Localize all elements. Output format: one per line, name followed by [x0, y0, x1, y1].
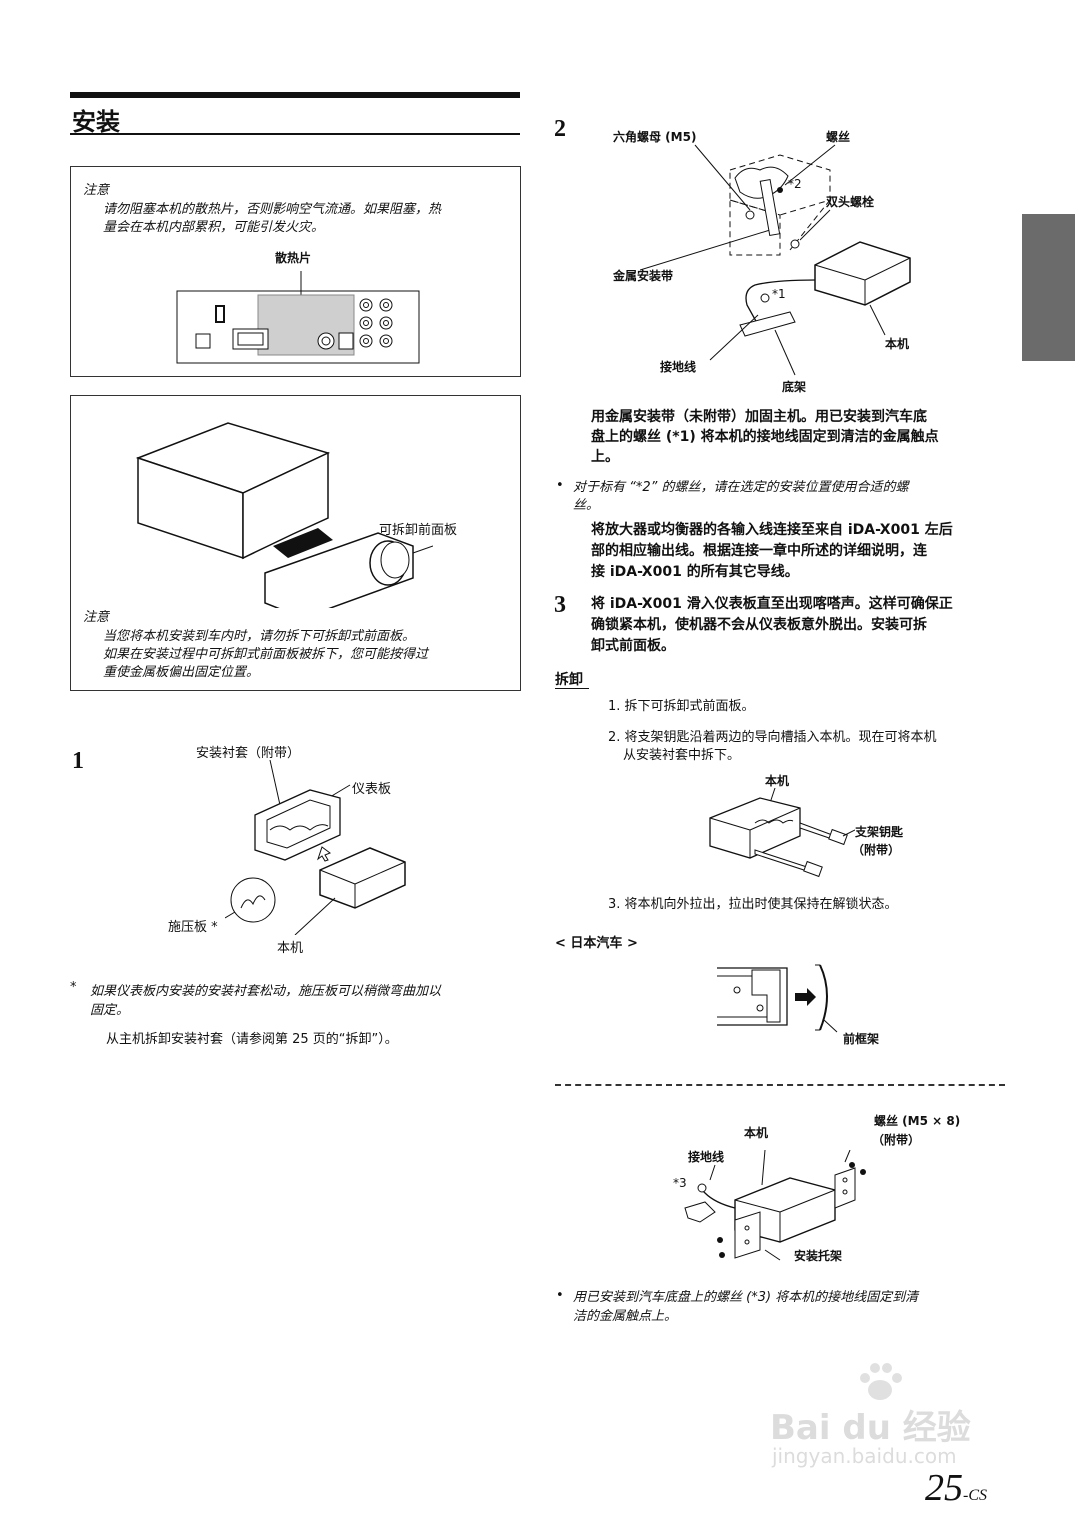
step-2-para1-line2: 盘上的螺丝 (*1) 将本机的接地线固定到清洁的金属触点	[591, 429, 939, 445]
unit-label: 本机	[885, 337, 910, 351]
sleeve-install-illustration	[225, 760, 406, 935]
mounting-bracket-label: 安装托架	[794, 1249, 843, 1263]
dashed-separator	[555, 1084, 1005, 1086]
footnote-line1: 如果仪表板内安装的安装衬套松动，施压板可以稍微弯曲加以	[90, 984, 442, 999]
step-3-line1: 将 iDA-X001 滑入仪表板直至出现喀嗒声。这样可确保正	[591, 596, 953, 612]
step-2-para2-line2: 部的相应输出线。根据连接一章中所述的详细说明，连	[591, 543, 927, 559]
paw-logo-icon	[860, 1363, 902, 1400]
caution-box-heatsink: 注意 请勿阻塞本机的散热片，否则影响空气流通。如果阻塞，热 量会在本机内部累积，…	[70, 166, 521, 377]
front-panel-label: 可拆卸前面板	[379, 523, 458, 538]
footnote-mark: *	[70, 980, 77, 995]
caution-text-line2: 量会在本机内部累积，可能引发火灾。	[103, 220, 325, 235]
screw-m5-label: 螺丝 (M5 × 8)	[874, 1114, 961, 1128]
section-top-rule	[70, 92, 520, 98]
page-number-value: 25	[925, 1467, 963, 1509]
ground-wire-label: 接地线	[688, 1150, 725, 1164]
japan-bullet-line2: 洁的金属触点上。	[573, 1309, 678, 1324]
removal-item-2-line2: 从安装衬套中拆下。	[623, 748, 741, 763]
step-2-para2-line3: 接 iDA-X001 的所有其它导线。	[591, 564, 799, 580]
removal-item-2-line1: 2. 将支架钥匙沿着两边的导向槽插入本机。现在可将本机	[608, 730, 937, 745]
ground-wire-label: 接地线	[660, 360, 697, 374]
hex-nut-label: 六角螺母 (M5)	[613, 130, 697, 144]
step-2-para1-line3: 上。	[591, 449, 619, 465]
japan-bullet-line1: 用已安装到汽车底盘上的螺丝 (*3) 将本机的接地线固定到清	[573, 1290, 919, 1305]
watermark-url: jingyan.baidu.com	[772, 1444, 957, 1468]
caution-text-line1: 请勿阻塞本机的散热片，否则影响空气流通。如果阻塞，热	[103, 202, 442, 217]
screw-label: 螺丝	[826, 130, 851, 144]
heatsink-label: 散热片	[275, 251, 312, 265]
section-title-rule	[70, 133, 520, 135]
unit-label: 本机	[765, 774, 790, 788]
caution-text-line3: 重使金属板偏出固定位置。	[103, 665, 260, 680]
chassis-label: 底架	[782, 380, 807, 394]
metal-strap-illustration	[640, 144, 911, 376]
bracket-key-sub-label: （附带）	[852, 843, 901, 857]
page-number-suffix: -CS	[963, 1487, 987, 1504]
removal-heading: 拆卸	[555, 672, 583, 688]
removal-item-1: 1. 拆下可拆卸式前面板。	[608, 699, 755, 714]
removal-item-3: 3. 将本机向外拉出，拉出时使其保持在解锁状态。	[608, 897, 898, 912]
step-1-number: 1	[72, 748, 84, 774]
step-2-para2-line1: 将放大器或均衡器的各输入线连接至来自 iDA-X001 左后	[591, 522, 953, 538]
sleeve-label: 安装衬套（附带）	[196, 746, 301, 761]
step-2-number: 2	[554, 116, 566, 142]
bullet-dot: •	[556, 478, 564, 493]
step-3-line3: 卸式前面板。	[591, 638, 675, 654]
step-2-bullet-line2: 丝。	[573, 498, 600, 513]
step-3-number: 3	[554, 592, 566, 618]
caution-text-line2: 如果在安装过程中可拆卸式前面板被拆下，您可能按得过	[103, 647, 429, 662]
japan-car-heading: < 日本汽车 >	[555, 936, 638, 951]
screw-mark-1: *1	[772, 287, 786, 301]
rear-panel-illustration	[176, 271, 420, 364]
unit-label: 本机	[277, 941, 304, 956]
step-2-para1-line1: 用金属安装带（未附带）加固主机。用已安装到汽车底	[591, 409, 927, 425]
metal-strap-label: 金属安装带	[613, 269, 674, 283]
front-frame-illustration	[717, 964, 838, 1033]
front-frame-label: 前框架	[843, 1032, 880, 1046]
screw-mark-3: *3	[673, 1176, 687, 1190]
bracket-key-label: 支架钥匙	[855, 825, 904, 839]
side-thumb-tab	[1022, 214, 1075, 361]
screw-m5-sub-label: （附带）	[872, 1133, 921, 1147]
caution-text-line1: 当您将本机安装到车内时，请勿拆下可拆卸式前面板。	[103, 629, 416, 644]
step-1-note: 从主机拆卸安装衬套（请参阅第 25 页的“拆卸”）。	[106, 1032, 398, 1047]
mounting-bracket-illustration	[684, 1150, 866, 1261]
bracket-key-illustration	[709, 788, 855, 878]
caution-heading: 注意	[83, 183, 110, 198]
dashboard-label: 仪表板	[352, 782, 392, 797]
step-2-bullet-line1: 对于标有 “*2” 的螺丝，请在选定的安装位置使用合适的螺	[573, 480, 909, 495]
pressure-plate-label: 施压板 *	[168, 920, 218, 935]
baidu-watermark: Bai du 经验 jingyan.baidu.com	[760, 1360, 1020, 1470]
stud-bolt-label: 双头螺栓	[826, 195, 875, 209]
unit-label: 本机	[744, 1126, 769, 1140]
caution-box-front-panel: 可拆卸前面板 注意 当您将本机安装到车内时，请勿拆下可拆卸式前面板。 如果在安装…	[70, 395, 521, 691]
step-3-line2: 确锁紧本机，使机器不会从仪表板意外脱出。安装可拆	[591, 617, 927, 633]
bullet-dot: •	[556, 1288, 564, 1303]
page-number: 25-CS	[925, 1466, 987, 1510]
section-title: 安装	[72, 108, 120, 136]
watermark-brand: Bai du 经验	[770, 1408, 971, 1448]
footnote-line2: 固定。	[90, 1003, 130, 1018]
removal-heading-underline	[555, 688, 589, 689]
unit-with-front-panel-illustration	[135, 422, 433, 608]
caution-heading: 注意	[83, 610, 110, 625]
